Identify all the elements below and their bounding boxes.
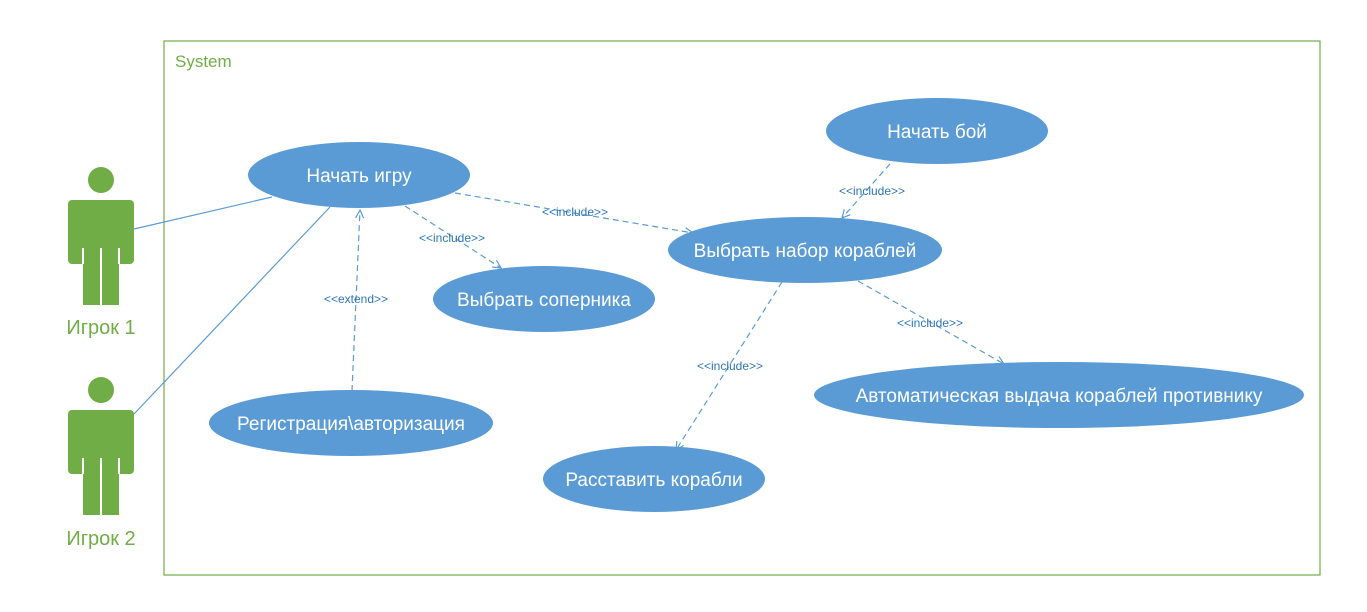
use-case-start-battle[interactable]: Начать бой (826, 98, 1048, 164)
actor-player2: Игрок 2 (66, 377, 136, 550)
association-player1-start-game (133, 196, 273, 230)
use-case-label: Начать бой (887, 122, 987, 143)
actor-label-player1: Игрок 1 (66, 317, 135, 339)
include-label-start-to-opponent: <<include>> (419, 231, 485, 245)
use-case-choose-opponent[interactable]: Выбрать соперника (433, 266, 655, 332)
use-case-label: Регистрация\авторизация (237, 414, 465, 435)
include-arrow-ships-to-auto (857, 280, 1004, 364)
use-case-start-game[interactable]: Начать игру (248, 142, 470, 208)
include-arrow-start-to-opponent (404, 205, 501, 268)
actor-label-player2: Игрок 2 (66, 528, 135, 550)
use-case-choose-ships[interactable]: Выбрать набор кораблей (668, 217, 942, 283)
use-case-label: Выбрать набор кораблей (694, 241, 917, 262)
use-case-label: Начать игру (306, 166, 412, 187)
include-label-ships-to-auto: <<include>> (897, 316, 963, 330)
system-boundary (163, 40, 1321, 576)
extend-label-registration-to-start: <<extend>> (324, 292, 388, 306)
actor-player1: Игрок 1 (66, 167, 136, 339)
include-arrow-battle-to-ships (842, 163, 891, 218)
association-player2-start-game (133, 206, 331, 415)
use-case-label: Автоматическая выдача кораблей противник… (856, 386, 1263, 407)
include-arrow-ships-to-place (676, 281, 783, 450)
include-label-battle-to-ships: <<include>> (839, 184, 905, 198)
include-label-ships-to-place: <<include>> (697, 359, 763, 373)
use-case-auto-ships[interactable]: Автоматическая выдача кораблей противник… (814, 362, 1304, 428)
use-case-label: Расставить корабли (565, 470, 742, 491)
use-case-place-ships[interactable]: Расставить корабли (543, 446, 765, 512)
include-arrow-start-to-ships (454, 192, 693, 233)
extend-arrow-registration-to-start (351, 210, 360, 392)
system-label: System (175, 52, 232, 71)
use-case-label: Выбрать соперника (457, 290, 631, 311)
include-label-start-to-ships: <<include>> (542, 205, 608, 219)
use-case-registration[interactable]: Регистрация\авторизация (209, 390, 493, 456)
